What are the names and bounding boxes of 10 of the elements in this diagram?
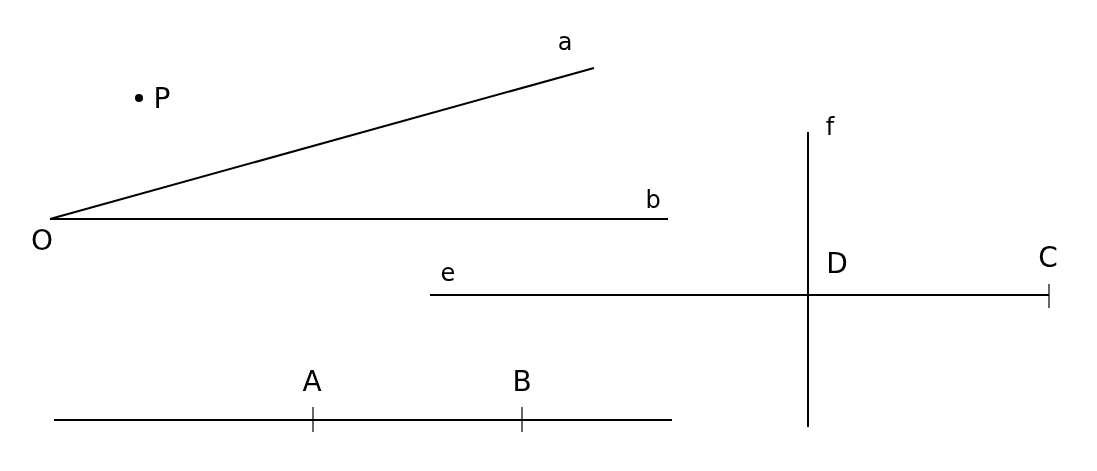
point-label: C [1038, 244, 1058, 272]
point-label: P [153, 85, 171, 113]
point-label: A [302, 368, 322, 396]
point-label: O [31, 227, 53, 255]
line-label: f [825, 115, 835, 139]
point-label: B [512, 368, 532, 396]
line-label: b [645, 188, 661, 212]
point-label: D [826, 250, 848, 278]
line-label: a [557, 30, 573, 54]
line-label: e [440, 261, 456, 285]
